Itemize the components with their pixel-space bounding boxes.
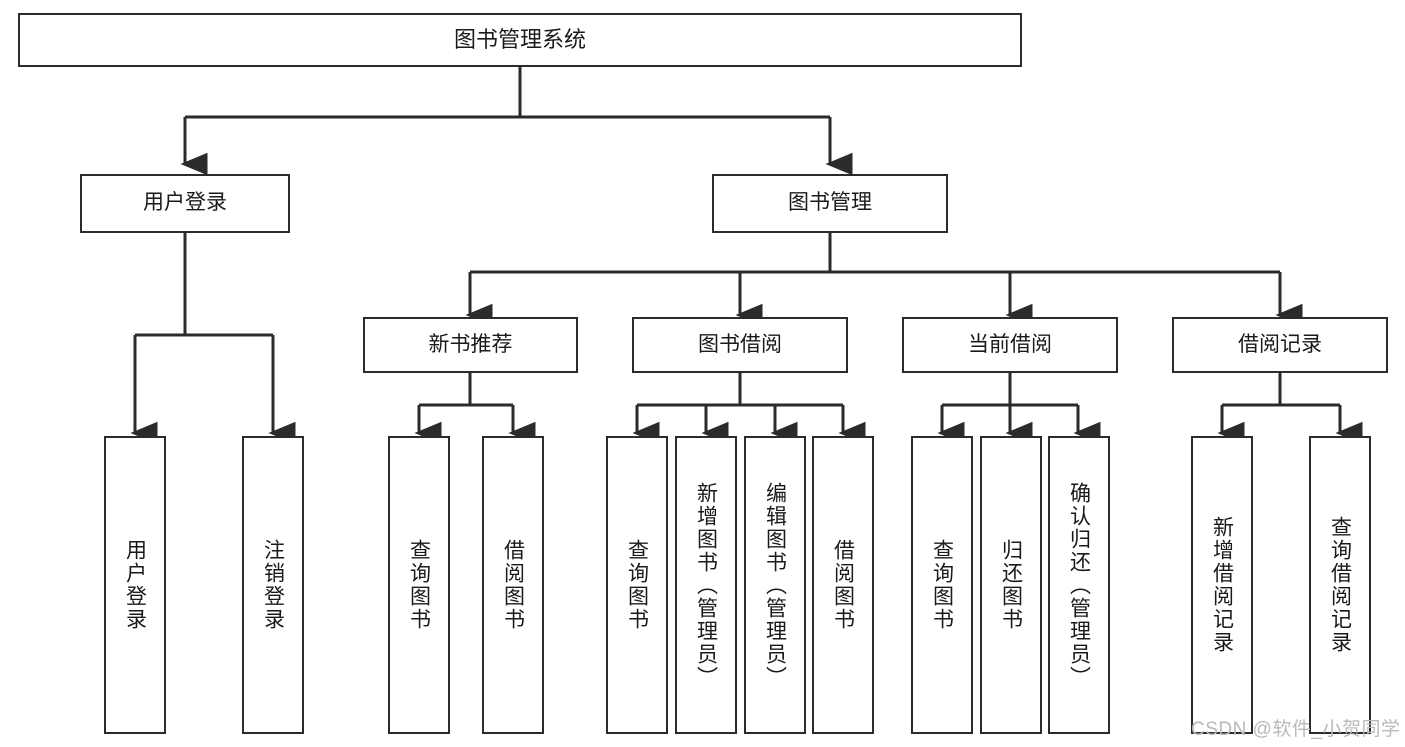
- leaf-edit-book-admin[interactable]: 编辑图书（管理员）: [744, 436, 806, 734]
- node-current-borrow[interactable]: 当前借阅: [902, 317, 1118, 373]
- node-book-manage[interactable]: 图书管理: [712, 174, 948, 233]
- node-label: 确认归还（管理员）: [1067, 481, 1091, 689]
- leaf-return-book[interactable]: 归还图书: [980, 436, 1042, 734]
- node-label: 查询借阅记录: [1328, 516, 1352, 654]
- node-borrow-record[interactable]: 借阅记录: [1172, 317, 1388, 373]
- node-label: 借阅图书: [831, 539, 855, 631]
- node-label: 借阅图书: [501, 539, 525, 631]
- node-label: 归还图书: [999, 539, 1023, 631]
- node-label: 查询图书: [930, 539, 954, 631]
- leaf-query-book-2[interactable]: 查询图书: [606, 436, 668, 734]
- node-label: 图书管理系统: [453, 27, 586, 53]
- node-label: 当前借阅: [968, 332, 1052, 356]
- node-label: 用户登录: [123, 539, 147, 631]
- node-new-book-recommend[interactable]: 新书推荐: [363, 317, 578, 373]
- leaf-query-book-1[interactable]: 查询图书: [388, 436, 450, 734]
- node-label: 借阅记录: [1238, 332, 1322, 356]
- node-label: 查询图书: [625, 539, 649, 631]
- node-book-borrow[interactable]: 图书借阅: [632, 317, 848, 373]
- node-label: 编辑图书（管理员）: [763, 481, 787, 689]
- leaf-borrow-book-1[interactable]: 借阅图书: [482, 436, 544, 734]
- leaf-query-borrow-record[interactable]: 查询借阅记录: [1309, 436, 1371, 734]
- leaf-add-book-admin[interactable]: 新增图书（管理员）: [675, 436, 737, 734]
- leaf-confirm-return-admin[interactable]: 确认归还（管理员）: [1048, 436, 1110, 734]
- leaf-user-login[interactable]: 用户登录: [104, 436, 166, 734]
- node-label: 新增借阅记录: [1210, 516, 1234, 654]
- node-label: 用户登录: [143, 191, 227, 215]
- node-label: 注销登录: [261, 539, 285, 631]
- node-label: 新书推荐: [428, 332, 513, 356]
- node-label: 新增图书（管理员）: [694, 481, 718, 689]
- csdn-watermark: CSDN @软件_小贺同学: [1191, 719, 1401, 740]
- node-label: 图书借阅: [698, 332, 782, 356]
- node-label: 图书管理: [788, 191, 872, 215]
- leaf-add-borrow-record[interactable]: 新增借阅记录: [1191, 436, 1253, 734]
- node-user-login[interactable]: 用户登录: [80, 174, 290, 233]
- leaf-query-book-3[interactable]: 查询图书: [911, 436, 973, 734]
- leaf-borrow-book-2[interactable]: 借阅图书: [812, 436, 874, 734]
- leaf-logout-login[interactable]: 注销登录: [242, 436, 304, 734]
- node-label: 查询图书: [407, 539, 431, 631]
- node-root-system[interactable]: 图书管理系统: [18, 13, 1022, 67]
